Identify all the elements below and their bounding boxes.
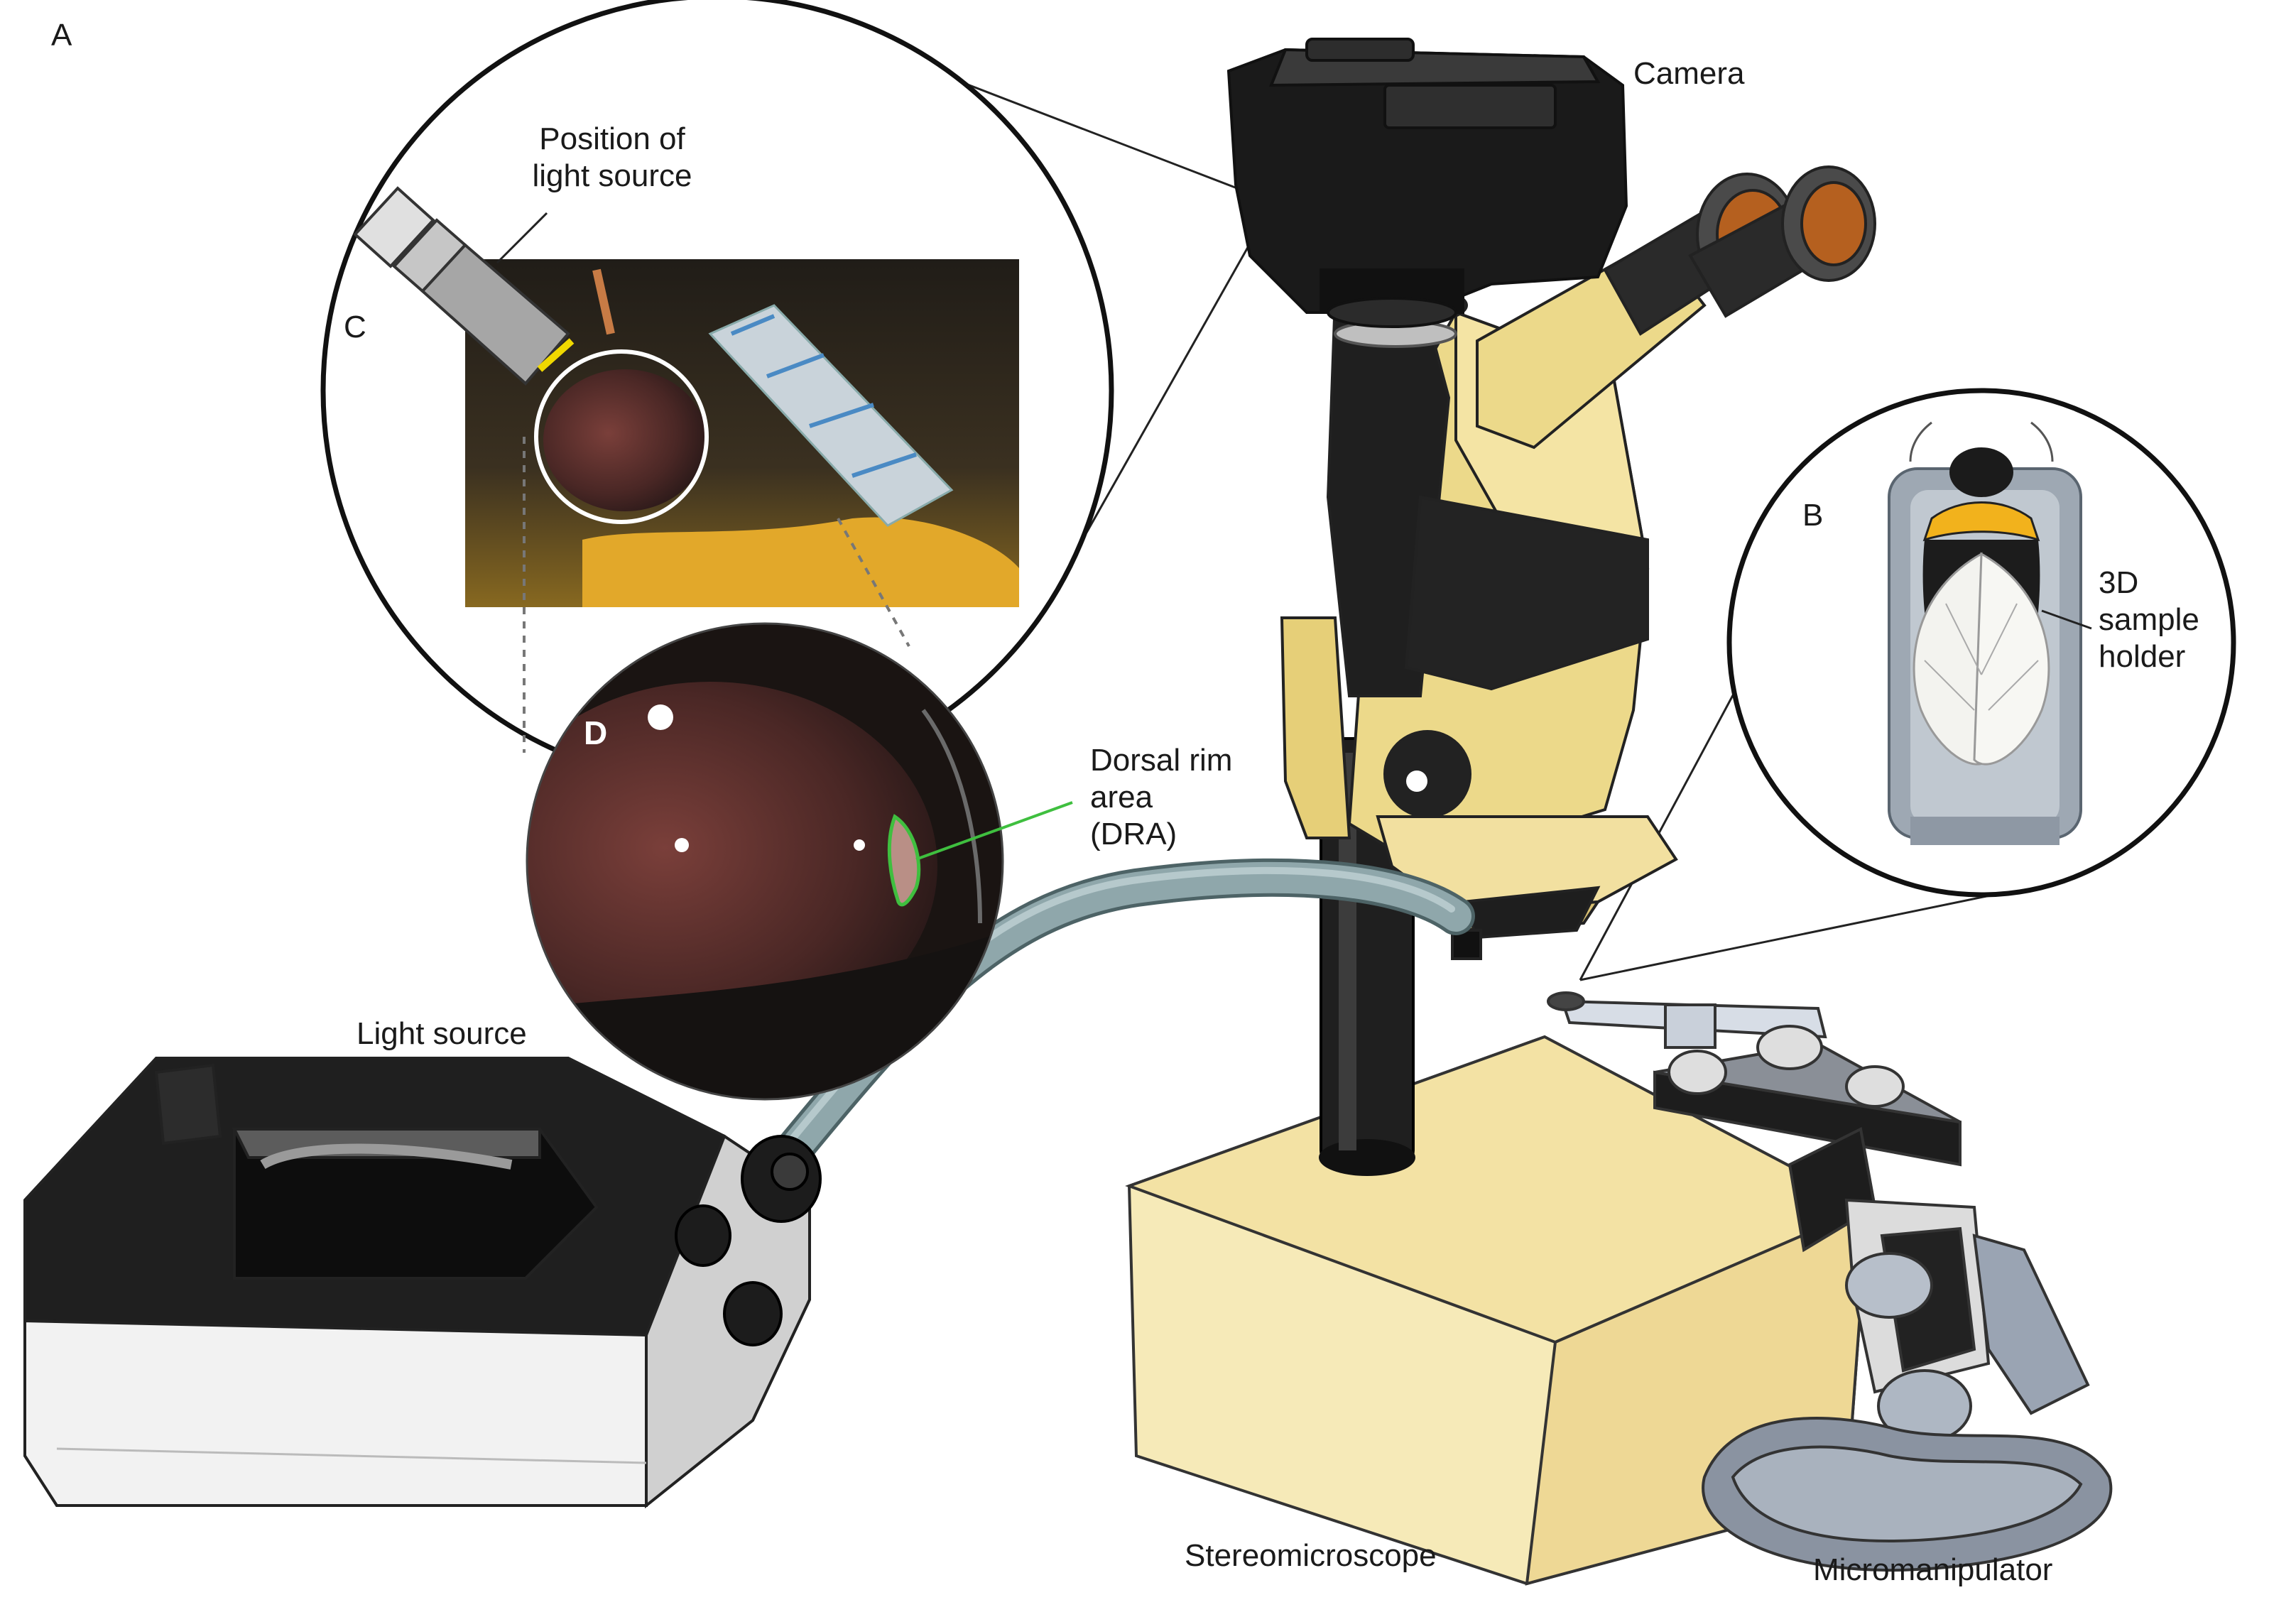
label-3d-sample-holder: 3D sample holder (2099, 565, 2199, 675)
label-dorsal-line-2: area (1090, 780, 1153, 815)
zoom-dashed-lines (523, 437, 910, 753)
light-source-unit (23, 1057, 822, 1509)
label-holder-line-2: sample (2099, 602, 2199, 637)
label-dorsal-line-1: Dorsal rim (1090, 743, 1233, 778)
micromanipulator (1547, 991, 2113, 1572)
inset-b-circle (1726, 388, 2236, 898)
label-position-of-light-source: Position of light source (499, 121, 726, 195)
panel-label-d: D (584, 714, 608, 751)
eyepieces (1476, 165, 1876, 450)
label-position-line-1: Position of (539, 121, 685, 156)
label-stereomicroscope: Stereomicroscope (1185, 1538, 1437, 1573)
label-camera: Camera (1633, 56, 1745, 91)
panel-label-c: C (344, 310, 366, 344)
panel-label-b: B (1802, 498, 1824, 533)
inset-c-circle (320, 0, 1114, 788)
inset-d-circle (526, 622, 1073, 1101)
label-position-line-2: light source (532, 158, 692, 193)
camera (1226, 38, 1628, 328)
label-dorsal-rim-area: Dorsal rim area (DRA) (1090, 742, 1232, 853)
panel-label-a: A (51, 18, 72, 53)
label-holder-line-1: 3D (2099, 565, 2139, 600)
light-tip-drawing (353, 186, 575, 386)
dra-outline (887, 814, 921, 907)
label-light-source: Light source (357, 1016, 527, 1051)
label-dorsal-line-3: (DRA) (1090, 817, 1177, 851)
zoom-leader-lines (876, 48, 2046, 981)
label-holder-line-3: holder (2099, 639, 2186, 674)
label-micromanipulator: Micromanipulator (1813, 1552, 2053, 1587)
